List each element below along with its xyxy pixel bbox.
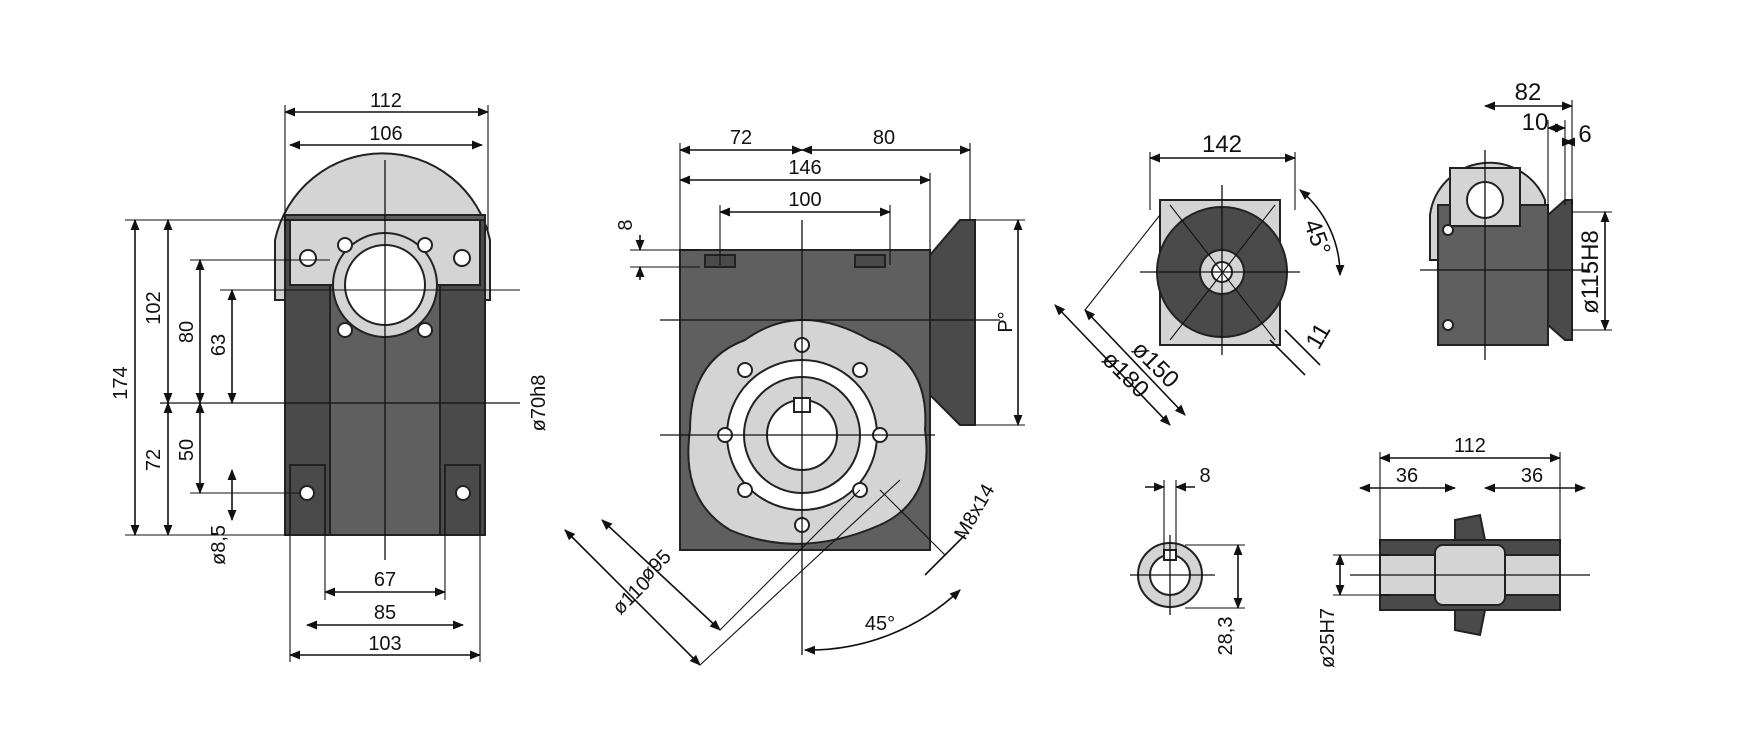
- dim-label: 10: [1522, 109, 1549, 136]
- dim-line: [1284, 329, 1321, 366]
- ext-line: [1084, 214, 1161, 311]
- hollow-shaft-view: 112 36 36 ø25H7: [1317, 435, 1590, 668]
- right-housing: [1437, 204, 1549, 346]
- dim-line: [564, 529, 701, 666]
- side-mount-hole: [453, 249, 471, 267]
- dim-line: [1054, 304, 1171, 426]
- dim-label: ø25H7: [1317, 608, 1339, 668]
- dim-line: [1269, 339, 1306, 376]
- right-hole: [1442, 319, 1454, 331]
- dim-label: 8: [1199, 465, 1210, 487]
- right-view: 82 10 6 ø115H8: [1420, 79, 1612, 360]
- dim-label: 45°: [865, 613, 895, 635]
- shaft-section: 8 28,3: [1130, 465, 1245, 655]
- dim-label: 82: [1515, 79, 1542, 106]
- dim-label: 80: [176, 321, 198, 343]
- hollow-gear-top: [1454, 513, 1487, 541]
- side-foot-right: [444, 464, 481, 536]
- dim-label: 36: [1521, 465, 1543, 487]
- side-bolt-hole: [417, 237, 433, 253]
- dim-label: 174: [110, 366, 132, 399]
- dim-label: 28,3: [1215, 617, 1237, 656]
- dim-label: 45°: [1298, 216, 1336, 259]
- dim-label: 72: [730, 127, 752, 149]
- side-bolt-hole: [417, 322, 433, 338]
- side-mount-hole: [299, 249, 317, 267]
- dim-label: ø115H8: [1577, 230, 1604, 314]
- right-hole: [1442, 224, 1454, 236]
- dim-label: 6: [1578, 121, 1591, 148]
- dim-label: 146: [788, 157, 821, 179]
- dim-label: 80: [873, 127, 895, 149]
- angle-arc: [1299, 189, 1345, 277]
- side-bolt-hole: [337, 322, 353, 338]
- front-motor-flange: [929, 219, 976, 426]
- dim-label: 36: [1396, 465, 1418, 487]
- front-bolt-hole: [737, 482, 753, 498]
- hollow-gear-bottom: [1454, 609, 1487, 637]
- dim-label: 103: [368, 633, 401, 655]
- dim-label: 112: [370, 90, 402, 112]
- dim-label: 100: [788, 189, 821, 211]
- side-view: 112 106 174 102 72 80 50 63 ø8,5 ø70h8 6…: [110, 90, 550, 662]
- dim-label: 102: [143, 291, 165, 324]
- side-bolt-hole: [337, 237, 353, 253]
- ext-line: [699, 479, 901, 666]
- front-top-lug: [854, 254, 886, 268]
- ext-line: [879, 489, 946, 556]
- dim-label: ø70h8: [528, 375, 550, 432]
- dim-label: 50: [176, 439, 198, 461]
- side-foot-hole: [455, 485, 471, 501]
- ext-line: [719, 489, 861, 631]
- front-bolt-hole: [852, 362, 868, 378]
- dim-label: 106: [369, 123, 402, 145]
- flange-diag: [1169, 204, 1276, 341]
- dim-label: 85: [374, 602, 396, 624]
- dim-label: 67: [374, 569, 396, 591]
- dim-label: 112: [1454, 435, 1486, 457]
- dim-label: P°: [995, 311, 1017, 332]
- side-foot-hole: [299, 485, 315, 501]
- dim-label: 142: [1202, 131, 1242, 158]
- dim-label: 8: [615, 219, 637, 230]
- dim-label: 11: [1301, 319, 1337, 354]
- dim-label: 72: [143, 449, 165, 471]
- dim-label: M8x14: [950, 481, 999, 544]
- dim-label: ø8,5: [208, 525, 230, 565]
- front-view: 72 80 146 100 8 P° ø95 ø110 M8x14 45°: [564, 127, 1025, 666]
- front-bolt-hole: [737, 362, 753, 378]
- angle-arc: [803, 589, 961, 655]
- flange-view: 142 45° ø150 ø180 11: [1054, 131, 1345, 426]
- dim-label: 63: [208, 334, 230, 356]
